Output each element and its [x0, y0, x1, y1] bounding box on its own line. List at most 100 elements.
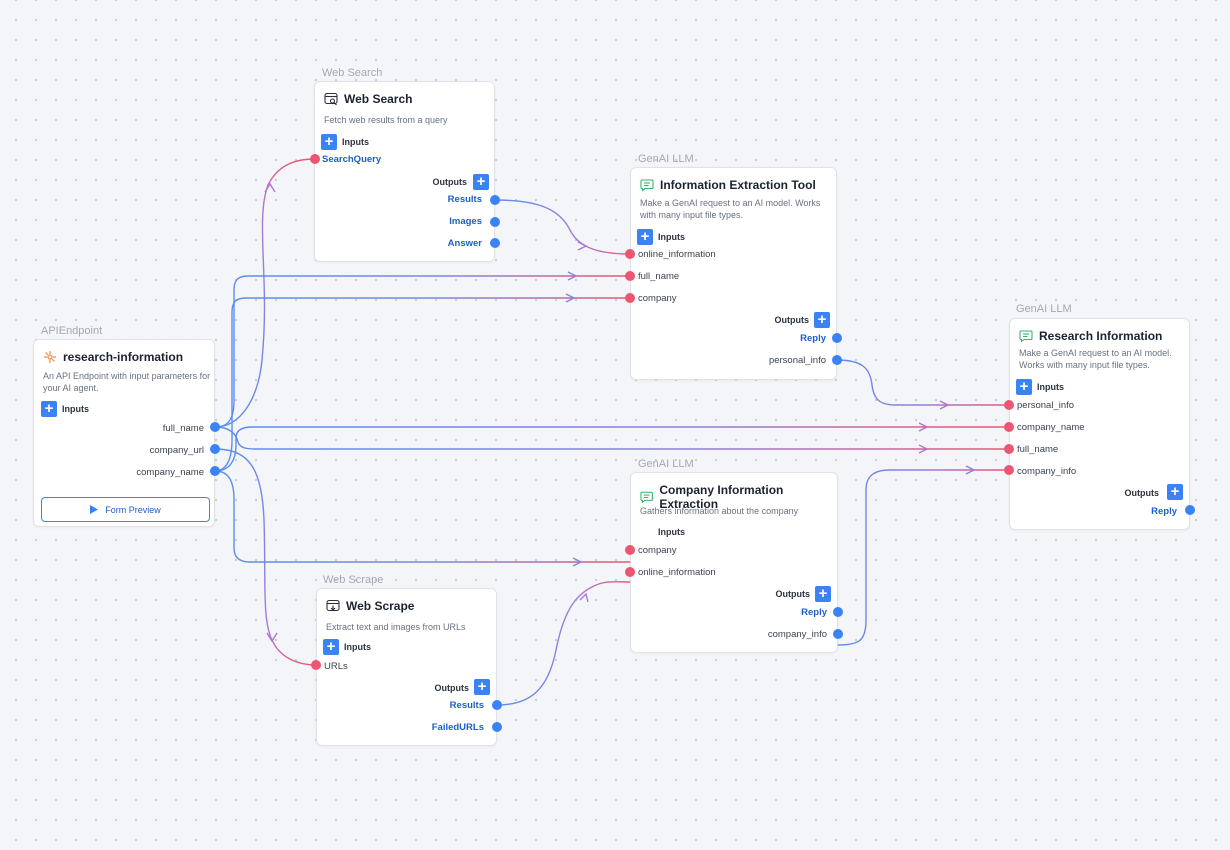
outputs-label: Outputs: [434, 683, 470, 693]
inputs-label: Inputs: [658, 527, 685, 537]
node-description: An API Endpoint with input parameters fo…: [43, 371, 211, 393]
output-port-results[interactable]: [490, 195, 500, 205]
input-port-personal-info[interactable]: [1004, 400, 1014, 410]
port-label-reply: Reply: [1151, 506, 1177, 517]
web-search-icon: [324, 92, 338, 106]
port-label-reply: Reply: [800, 333, 826, 344]
input-port-online-information[interactable]: [625, 567, 635, 577]
port-label-company: company: [638, 293, 677, 304]
wire-fullname-searchquery: [214, 158, 316, 428]
input-port-full-name[interactable]: [1004, 444, 1014, 454]
add-input-button[interactable]: +: [637, 229, 653, 245]
add-output-button[interactable]: +: [474, 679, 490, 695]
wire-wsresults-onlineinfo: [494, 199, 631, 255]
output-port-images[interactable]: [490, 217, 500, 227]
input-port-company[interactable]: [625, 545, 635, 555]
node-description: Fetch web results from a query: [324, 115, 448, 125]
outputs-label: Outputs: [774, 315, 810, 325]
output-port-reply[interactable]: [832, 333, 842, 343]
company-information-extraction-node[interactable]: Company Information Extraction Gathers i…: [630, 472, 838, 653]
chat-bubble-icon: [640, 491, 653, 504]
output-port-reply[interactable]: [833, 607, 843, 617]
port-label-urls: URLs: [324, 661, 348, 672]
input-port-company-info[interactable]: [1004, 465, 1014, 475]
port-label-company-url: company_url: [149, 445, 204, 456]
port-label-company-name: company_name: [1017, 422, 1085, 433]
wire-companyname-infotool-company: [214, 297, 630, 472]
node-description: Extract text and images from URLs: [326, 622, 466, 632]
output-port-company-info[interactable]: [833, 629, 843, 639]
output-port-results[interactable]: [492, 700, 502, 710]
output-port-failed-urls[interactable]: [492, 722, 502, 732]
wire-companyname-companyextract: [214, 470, 630, 563]
input-port-urls[interactable]: [311, 660, 321, 670]
add-input-button[interactable]: +: [321, 134, 337, 150]
inputs-label: Inputs: [1037, 382, 1064, 392]
information-extraction-tool-node[interactable]: Information Extraction Tool Make a GenAI…: [630, 167, 837, 380]
wire-fullname-research: [214, 426, 1010, 450]
node-header: Information Extraction Tool: [640, 178, 816, 192]
output-port-company-name[interactable]: [210, 466, 220, 476]
port-label-results: Results: [447, 194, 482, 205]
research-information-node[interactable]: Research Information Make a GenAI reques…: [1009, 318, 1190, 530]
node-caption-web-scrape: Web Scrape: [323, 574, 384, 586]
arrow-marker: [577, 241, 588, 251]
add-input-button[interactable]: +: [41, 401, 57, 417]
port-label-company-info: company_info: [1017, 466, 1077, 477]
arrow-marker: [918, 444, 929, 454]
port-label-results: Results: [449, 700, 484, 711]
api-endpoint-node[interactable]: research-information An API Endpoint wit…: [33, 339, 215, 527]
output-port-answer[interactable]: [490, 238, 500, 248]
arrow-marker: [565, 293, 576, 303]
outputs-label: Outputs: [432, 177, 468, 187]
port-label-company-name: company_name: [136, 467, 204, 478]
inputs-label: Inputs: [344, 642, 371, 652]
wire-companyinfo-research: [837, 469, 1010, 646]
input-port-full-name[interactable]: [625, 271, 635, 281]
wire-personalinfo-research: [836, 359, 1010, 406]
port-label-company: company: [638, 545, 677, 556]
node-description: Gathers information about the company: [640, 506, 799, 516]
outputs-label: Outputs: [775, 589, 811, 599]
chat-bubble-icon: [1019, 330, 1033, 343]
form-preview-button[interactable]: Form Preview: [41, 497, 210, 522]
output-port-company-url[interactable]: [210, 444, 220, 454]
node-header: Company Information Extraction: [640, 483, 837, 511]
node-header: Research Information: [1019, 329, 1162, 343]
arrow-marker: [918, 422, 929, 432]
arrow-marker: [572, 557, 583, 567]
wire-companyurl-urls: [214, 448, 317, 666]
node-title: Research Information: [1039, 329, 1163, 343]
add-input-button[interactable]: +: [1016, 379, 1032, 395]
web-search-node[interactable]: Web Search Fetch web results from a quer…: [314, 81, 495, 262]
input-port-search-query[interactable]: [310, 154, 320, 164]
add-output-button[interactable]: +: [814, 312, 830, 328]
play-icon: [90, 505, 99, 514]
input-port-company[interactable]: [625, 293, 635, 303]
node-description: Make a GenAI request to an AI model. Wor…: [640, 198, 821, 220]
node-title: Company Information Extraction: [659, 483, 784, 511]
chat-bubble-icon: [640, 179, 654, 192]
port-label-online-information: online_information: [638, 249, 716, 260]
add-output-button[interactable]: +: [473, 174, 489, 190]
output-port-personal-info[interactable]: [832, 355, 842, 365]
node-caption-research: GenAI LLM: [1016, 303, 1072, 315]
add-output-button[interactable]: +: [1167, 484, 1183, 500]
node-caption-company-extract: GenAI LLM: [638, 458, 694, 470]
arrow-marker: [266, 632, 278, 643]
add-output-button[interactable]: +: [815, 586, 831, 602]
output-port-full-name[interactable]: [210, 422, 220, 432]
node-title: Web Search: [344, 92, 413, 106]
node-title: Web Scrape: [346, 599, 415, 613]
endpoint-icon: [44, 351, 56, 363]
output-port-reply[interactable]: [1185, 505, 1195, 515]
outputs-label: Outputs: [1124, 488, 1160, 498]
add-input-button[interactable]: +: [323, 639, 339, 655]
web-scrape-node[interactable]: Web Scrape Extract text and images from …: [316, 588, 497, 746]
arrow-marker: [965, 465, 976, 475]
input-port-online-information[interactable]: [625, 249, 635, 259]
node-title: Information Extraction Tool: [660, 178, 816, 192]
node-description: Make a GenAI request to an AI model. Wor…: [1019, 348, 1172, 370]
input-port-company-name[interactable]: [1004, 422, 1014, 432]
port-label-full-name: full_name: [1017, 444, 1059, 455]
